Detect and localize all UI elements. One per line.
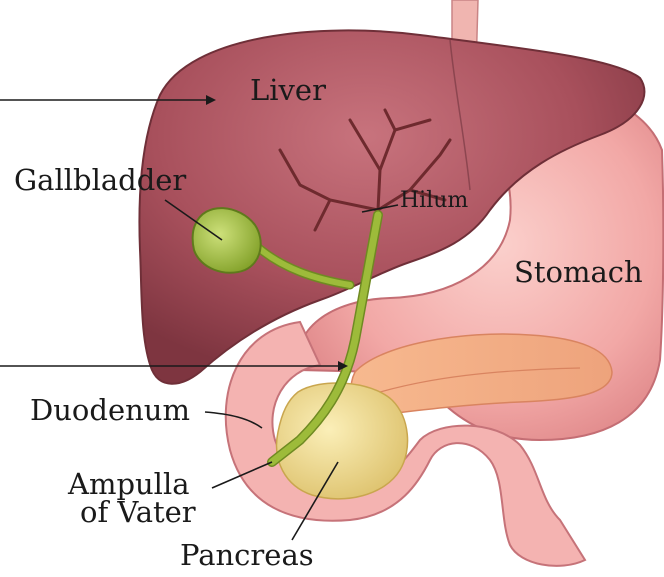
label-ampulla-line2: of Vater xyxy=(80,495,196,529)
label-stomach: Stomach xyxy=(514,255,643,289)
label-duodenum: Duodenum xyxy=(30,393,190,427)
label-hilum: Hilum xyxy=(400,188,468,213)
label-pancreas: Pancreas xyxy=(180,538,314,572)
label-liver: Liver xyxy=(250,73,326,107)
label-gallbladder: Gallbladder xyxy=(14,163,186,197)
